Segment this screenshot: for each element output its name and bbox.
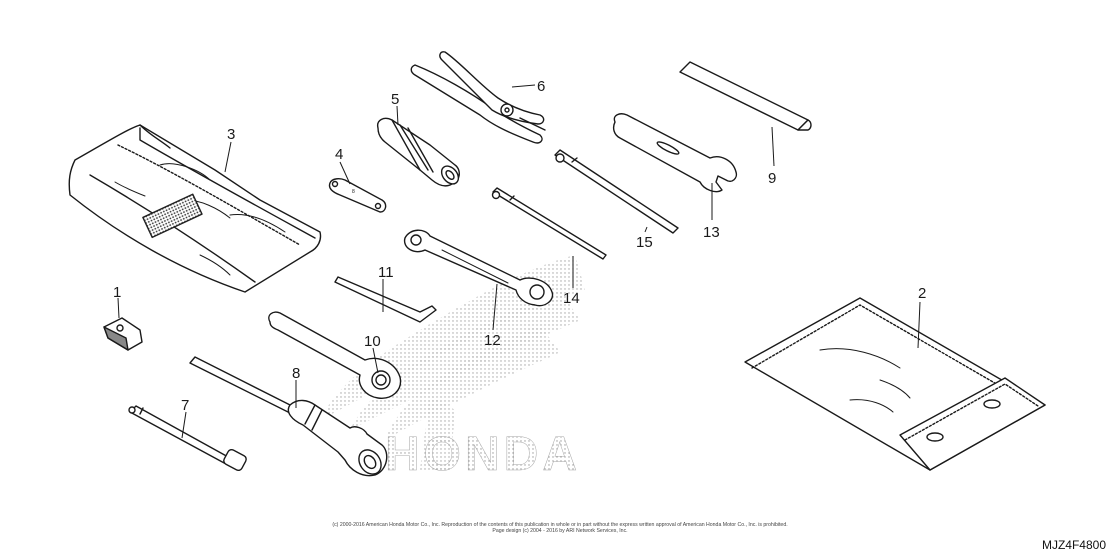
small-spanner: 8 bbox=[328, 178, 387, 213]
pliers bbox=[410, 51, 546, 144]
callout-11: 11 bbox=[378, 264, 394, 281]
callout-10: 10 bbox=[364, 333, 381, 350]
rubber-strap bbox=[679, 61, 812, 131]
copyright-line: (c) 2000-2016 American Honda Motor Co., … bbox=[332, 522, 788, 528]
callout-5: 5 bbox=[391, 91, 399, 108]
callout-8: 8 bbox=[292, 365, 300, 382]
spark-plug-wrench bbox=[189, 356, 388, 477]
box-wrench bbox=[268, 311, 402, 399]
honda-brand-watermark: HONDA bbox=[385, 428, 581, 481]
callout-9: 9 bbox=[768, 170, 776, 187]
callout-3: 3 bbox=[227, 126, 235, 143]
ring-spanner bbox=[403, 229, 554, 307]
thin-rod bbox=[491, 187, 607, 260]
hex-key bbox=[334, 276, 437, 323]
extension-rod bbox=[554, 149, 679, 234]
callout-13: 13 bbox=[703, 224, 720, 241]
callout-15: 15 bbox=[636, 234, 653, 251]
callout-1: 1 bbox=[113, 284, 121, 301]
leader-lines bbox=[117, 84, 921, 439]
open-end-wrench bbox=[612, 113, 738, 193]
long-bolt bbox=[128, 405, 247, 472]
svg-text:8: 8 bbox=[352, 189, 355, 195]
diagram-code: MJZ4F4800 bbox=[1041, 538, 1106, 552]
copyright-design-line: Page design (c) 2004 - 2016 by ARI Netwo… bbox=[492, 528, 628, 534]
callout-7: 7 bbox=[181, 397, 189, 414]
callout-2: 2 bbox=[918, 285, 926, 302]
callout-12: 12 bbox=[484, 332, 501, 349]
tool-bag-flat bbox=[744, 297, 1046, 471]
clip-part bbox=[103, 317, 143, 351]
callout-4: 4 bbox=[335, 146, 343, 163]
screwdriver-handle bbox=[377, 117, 460, 187]
callout-6: 6 bbox=[537, 78, 545, 95]
tool-bag-rolled bbox=[68, 124, 322, 293]
callout-14: 14 bbox=[563, 290, 580, 307]
